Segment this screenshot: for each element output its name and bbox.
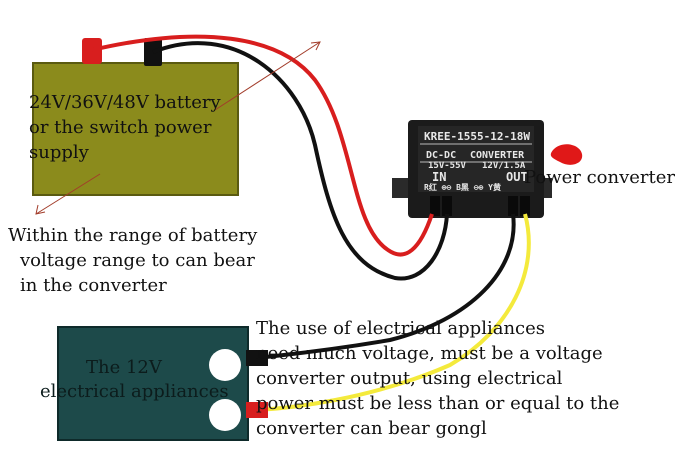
- annotation-arrow-up-head: [310, 41, 321, 51]
- usage-note-line-3: converter output, using electrical: [256, 368, 563, 389]
- annotation-arrow-down-head: [35, 204, 46, 215]
- converter-output-rating: 12V/1.5A: [482, 161, 526, 171]
- appliance-label-line-1: The 12V: [86, 357, 162, 378]
- yellow-output-wire: [257, 213, 531, 412]
- converter-input-range: 15V-55V: [428, 161, 467, 171]
- converter-type-label: DC-DC: [426, 150, 456, 161]
- converter-in-label: IN: [432, 170, 446, 184]
- converter-model-label: KREE-1555-12-18W: [424, 130, 530, 143]
- appliance-terminal-bottom: [209, 399, 241, 431]
- battery-label-line-2: or the switch power: [29, 117, 212, 138]
- usage-note-line-4: power must be less than or equal to the: [256, 393, 620, 414]
- usage-note-line-2: need much voltage, must be a voltage: [256, 343, 603, 364]
- appliance-black-lead: [246, 350, 268, 366]
- range-note-line-1: Within the range of battery: [8, 225, 258, 246]
- usage-note-line-1: The use of electrical appliances: [256, 318, 546, 339]
- converter-out-label: OUT: [506, 170, 528, 184]
- converter-caption: Power converter: [524, 167, 676, 188]
- appliance-label-line-2: electrical appliances: [40, 381, 229, 402]
- black-output-wire: [257, 213, 516, 360]
- converter-module: [392, 120, 552, 218]
- converter-type-label-2: CONVERTER: [470, 150, 525, 161]
- red-input-wire: [91, 34, 434, 257]
- appliance-terminal-top: [209, 349, 241, 381]
- red-mark-icon: [550, 144, 583, 165]
- battery-label-line-3: supply: [29, 142, 89, 163]
- range-note-line-2: voltage range to can bear: [20, 250, 255, 271]
- converter-terminal-labels: R红 ⊕⊖ B黑 ⊖⊕ Y黄: [424, 182, 501, 192]
- battery-box: [32, 62, 239, 196]
- usage-note-line-5: converter can bear gongl: [256, 418, 487, 439]
- black-input-wire: [152, 41, 449, 281]
- annotation-arrow-down: [35, 173, 101, 215]
- battery-label-line-1: 24V/36V/48V battery: [29, 92, 221, 113]
- appliance-red-lead: [246, 402, 268, 418]
- annotation-arrow-up: [214, 41, 321, 111]
- range-note-line-3: in the converter: [20, 275, 167, 296]
- battery-positive-terminal: [82, 38, 102, 64]
